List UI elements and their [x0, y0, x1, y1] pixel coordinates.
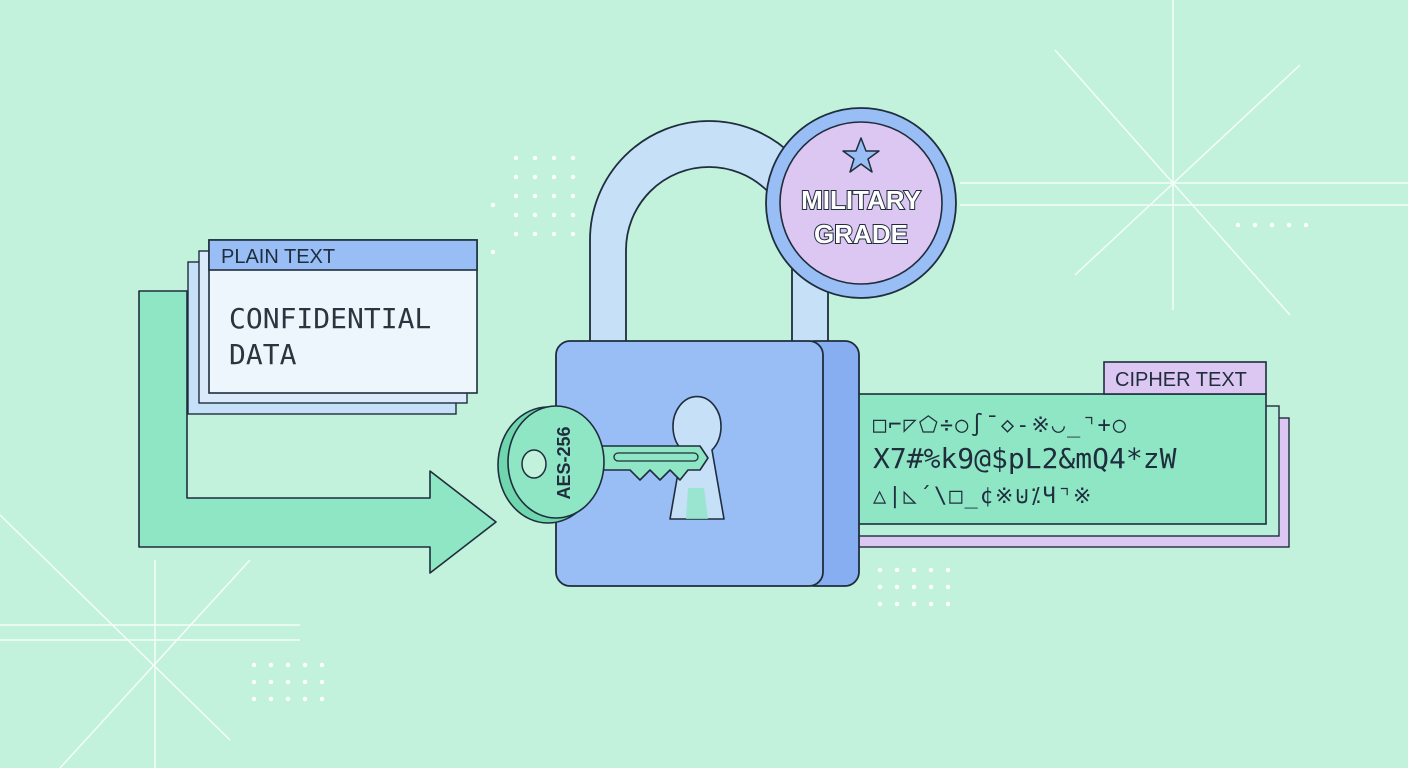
keyhole-slot-shading	[686, 488, 708, 519]
decorative-dot	[945, 601, 951, 607]
decorative-dot	[1269, 222, 1275, 228]
badge-inner	[779, 121, 943, 285]
star-icon	[842, 137, 880, 173]
cipher-text-card: CIPHER TEXT □⌐◸⬠÷○∫¯◇-※◡_⌝+○ X7#%k9@$pL2…	[834, 361, 1290, 548]
decorative-dots	[251, 155, 1309, 702]
cipher-text-line-2: X7#%k9@$pL2&mQ4*zW	[873, 442, 1177, 475]
decorative-dot	[302, 696, 308, 702]
decorative-dot	[513, 231, 519, 237]
cipher-text-card-body	[834, 393, 1267, 525]
decorative-dot	[285, 679, 291, 685]
decorative-dot	[1286, 222, 1292, 228]
decorative-dot	[490, 249, 496, 255]
decorative-dot	[319, 662, 325, 668]
plain-text-card-header	[208, 239, 478, 271]
decorative-dot	[319, 679, 325, 685]
decorative-dot	[251, 696, 257, 702]
decorative-dot	[570, 212, 576, 218]
decorative-dot	[894, 584, 900, 590]
decorative-dot	[532, 231, 538, 237]
decorative-dot	[268, 679, 274, 685]
decorative-dot	[490, 202, 496, 208]
plain-text-card: PLAIN TEXT CONFIDENTIAL DATA	[187, 239, 478, 415]
military-grade-badge: MILITARY GRADE	[765, 107, 957, 299]
aes-key: AES-256	[497, 405, 709, 524]
badge-text-line-1: MILITARY	[801, 185, 921, 215]
cipher-text-line-1: □⌐◸⬠÷○∫¯◇-※◡_⌝+○	[873, 412, 1128, 438]
decorative-dot	[285, 696, 291, 702]
decorative-dot	[570, 155, 576, 161]
decorative-dot	[251, 679, 257, 685]
key-shaft	[585, 445, 709, 481]
decorative-dot	[1303, 222, 1309, 228]
decorative-dot	[302, 662, 308, 668]
badge-text-line-2: GRADE	[814, 219, 908, 249]
key-bow-hole	[521, 449, 547, 479]
decorative-dot	[877, 567, 883, 573]
decorative-dot	[551, 231, 557, 237]
decorative-dot	[945, 567, 951, 573]
plain-text-line-2: DATA	[229, 338, 297, 371]
decorative-dot	[570, 174, 576, 180]
decorative-dot	[1235, 222, 1241, 228]
decorative-dot	[877, 584, 883, 590]
decorative-dot	[319, 696, 325, 702]
decorative-dot	[551, 155, 557, 161]
decorative-dot	[302, 679, 308, 685]
decorative-dot	[911, 584, 917, 590]
cipher-text-card-header	[1103, 361, 1267, 395]
key-shaft-groove	[613, 452, 699, 462]
decorative-dot	[532, 174, 538, 180]
decorative-dot	[928, 584, 934, 590]
decorative-dot	[551, 193, 557, 199]
plain-text-header-label: PLAIN TEXT	[221, 246, 335, 268]
flow-arrow	[138, 290, 497, 574]
decorative-dot	[513, 155, 519, 161]
decorative-dot	[532, 193, 538, 199]
decorative-dot	[911, 601, 917, 607]
cipher-text-header-label: CIPHER TEXT	[1115, 369, 1247, 391]
decorative-dot	[551, 212, 557, 218]
decorative-dot	[1252, 222, 1258, 228]
decorative-dot	[911, 567, 917, 573]
decorative-dot	[532, 212, 538, 218]
decorative-dot	[945, 584, 951, 590]
decorative-dot	[877, 601, 883, 607]
decorative-dot	[532, 155, 538, 161]
decorative-dot	[570, 231, 576, 237]
decorative-dot	[928, 601, 934, 607]
key-label: AES-256	[554, 426, 574, 499]
decorative-dot	[268, 696, 274, 702]
decorative-dot	[928, 567, 934, 573]
decorative-dot	[570, 193, 576, 199]
decorative-dot	[251, 662, 257, 668]
decorative-dot	[513, 212, 519, 218]
decorative-dot	[894, 601, 900, 607]
decorative-dot	[268, 662, 274, 668]
decorative-dot	[513, 193, 519, 199]
key-bow	[507, 405, 605, 519]
decorative-dot	[551, 174, 557, 180]
decorative-dot	[894, 567, 900, 573]
decorative-dot	[513, 174, 519, 180]
decorative-dot	[285, 662, 291, 668]
cipher-text-line-3: △|◺´\□_¢※⊍⁒Ч⌝※	[873, 484, 1093, 509]
plain-text-line-1: CONFIDENTIAL	[229, 302, 431, 335]
